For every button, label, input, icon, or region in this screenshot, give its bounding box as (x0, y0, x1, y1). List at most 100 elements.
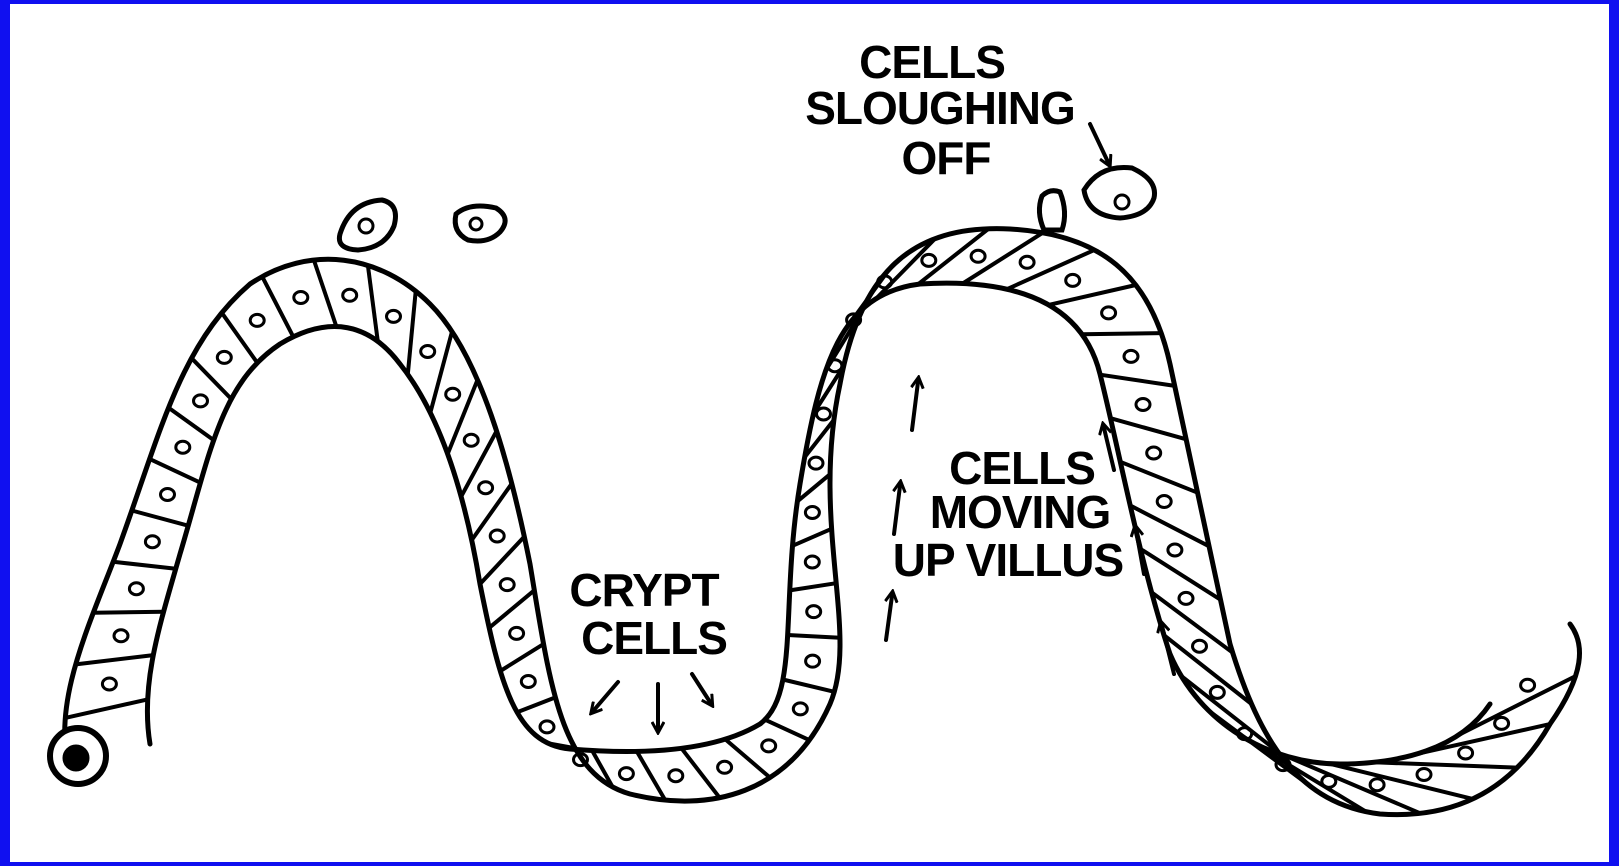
crypt-arrow (692, 674, 710, 702)
cell-nucleus (145, 536, 159, 548)
cell-border (637, 751, 665, 800)
cell-border (489, 590, 534, 628)
basal-cell-nucleus (65, 747, 87, 769)
cell-nucleus (1370, 779, 1384, 791)
cell-nucleus (1417, 769, 1431, 781)
cell-nucleus (809, 457, 823, 469)
cell-nucleus (446, 388, 460, 400)
cell-border (500, 644, 543, 671)
cell-border (368, 266, 378, 342)
cell-border (132, 511, 188, 526)
cell-border (1329, 764, 1472, 799)
cell-nucleus (129, 583, 143, 595)
villus-arrow (1162, 626, 1174, 674)
cell-nucleus (250, 314, 264, 326)
cell-nucleus (217, 351, 231, 363)
cell-border (408, 291, 416, 374)
label-moving: CELLS MOVING UP VILLUS (893, 442, 1123, 586)
cell-border (1100, 375, 1175, 386)
cell-nucleus (1210, 686, 1224, 698)
cell-nucleus (521, 676, 535, 688)
cell-nucleus (669, 770, 683, 782)
cell-nucleus (805, 556, 819, 568)
label-crypt-line2: CELLS (581, 612, 727, 664)
cell-border (765, 720, 809, 740)
label-sloughing-line3: OFF (902, 132, 991, 184)
cell-nucleus (762, 740, 776, 752)
cell-nucleus (718, 761, 732, 773)
cell-border (1130, 505, 1209, 546)
cell-border (1082, 333, 1161, 334)
cell-nucleus (807, 606, 821, 618)
cell-nucleus (1157, 496, 1171, 508)
sloughed-cell-mid-nucleus (470, 218, 482, 230)
cell-nucleus (1124, 350, 1138, 362)
cell-border (1007, 250, 1095, 289)
cell-border (1374, 762, 1517, 767)
cell-border (113, 562, 176, 569)
label-sloughing-line2: SLOUGHING (805, 82, 1075, 134)
cell-border (1458, 676, 1575, 735)
cell-nucleus (1495, 717, 1509, 729)
cell-border (222, 313, 257, 363)
cell-nucleus (619, 768, 633, 780)
cell-nucleus (421, 346, 435, 358)
cell-nucleus (922, 254, 936, 266)
label-crypt-line1: CRYPT (569, 564, 719, 616)
cell-border (314, 260, 337, 327)
cell-nucleus (1136, 399, 1150, 411)
cell-border (783, 680, 834, 692)
cell-nucleus (343, 289, 357, 301)
cell-nucleus (1193, 640, 1207, 652)
cell-border (1111, 418, 1187, 439)
label-crypt: CRYPT CELLS (569, 564, 726, 664)
inner-boundary (147, 283, 1490, 764)
cell-border (517, 697, 555, 712)
cell-nucleus (387, 310, 401, 322)
cell-nucleus (1020, 256, 1034, 268)
cell-border (169, 408, 214, 440)
cell-nucleus (793, 703, 807, 715)
villus-arrow (886, 596, 892, 640)
cell-nucleus (102, 678, 116, 690)
cell-border (788, 635, 840, 638)
cell-nucleus (1147, 447, 1161, 459)
cell-nucleus (971, 250, 985, 262)
cell-nucleus (464, 434, 478, 446)
intestinal-villus-diagram: CELLS SLOUGHING OFF CRYPT CELLS CELLS MO… (10, 4, 1609, 862)
cell-border (1120, 462, 1197, 493)
cell-nucleus (1179, 592, 1193, 604)
cell-nucleus (176, 441, 190, 453)
cell-border (1049, 285, 1136, 305)
cell-border (876, 239, 935, 299)
label-moving-line2: MOVING (930, 486, 1111, 538)
cell-nucleus (479, 482, 493, 494)
sloughed-cell-left-nucleus (359, 219, 373, 233)
cell-nucleus (294, 292, 308, 304)
cell-border (1418, 724, 1550, 754)
outer-boundary (65, 229, 1580, 815)
cell-nucleus (510, 627, 524, 639)
cell-nucleus (490, 530, 504, 542)
cell-nucleus (806, 655, 820, 667)
cell-nucleus (500, 579, 514, 591)
cell-nucleus (805, 507, 819, 519)
cell-nucleus (1102, 307, 1116, 319)
villus-arrow (912, 382, 918, 430)
cell-nucleus (1168, 544, 1182, 556)
cell-border (480, 537, 524, 584)
cell-border (65, 699, 147, 718)
cell-border (790, 583, 837, 590)
label-moving-line3: UP VILLUS (893, 534, 1123, 586)
crypt-arrow (594, 682, 618, 710)
cell-nucleus (194, 395, 208, 407)
cell-nucleus (1521, 679, 1535, 691)
cell-border (150, 459, 201, 483)
cell-border (1245, 738, 1366, 812)
cell-nucleus (817, 408, 831, 420)
diagram-panel: CELLS SLOUGHING OFF CRYPT CELLS CELLS MO… (10, 4, 1609, 862)
cell-nucleus (161, 489, 175, 501)
villus-arrow (894, 486, 900, 534)
sloughed-cell-top (1039, 191, 1064, 230)
sloughed-cell-right (1084, 167, 1155, 218)
